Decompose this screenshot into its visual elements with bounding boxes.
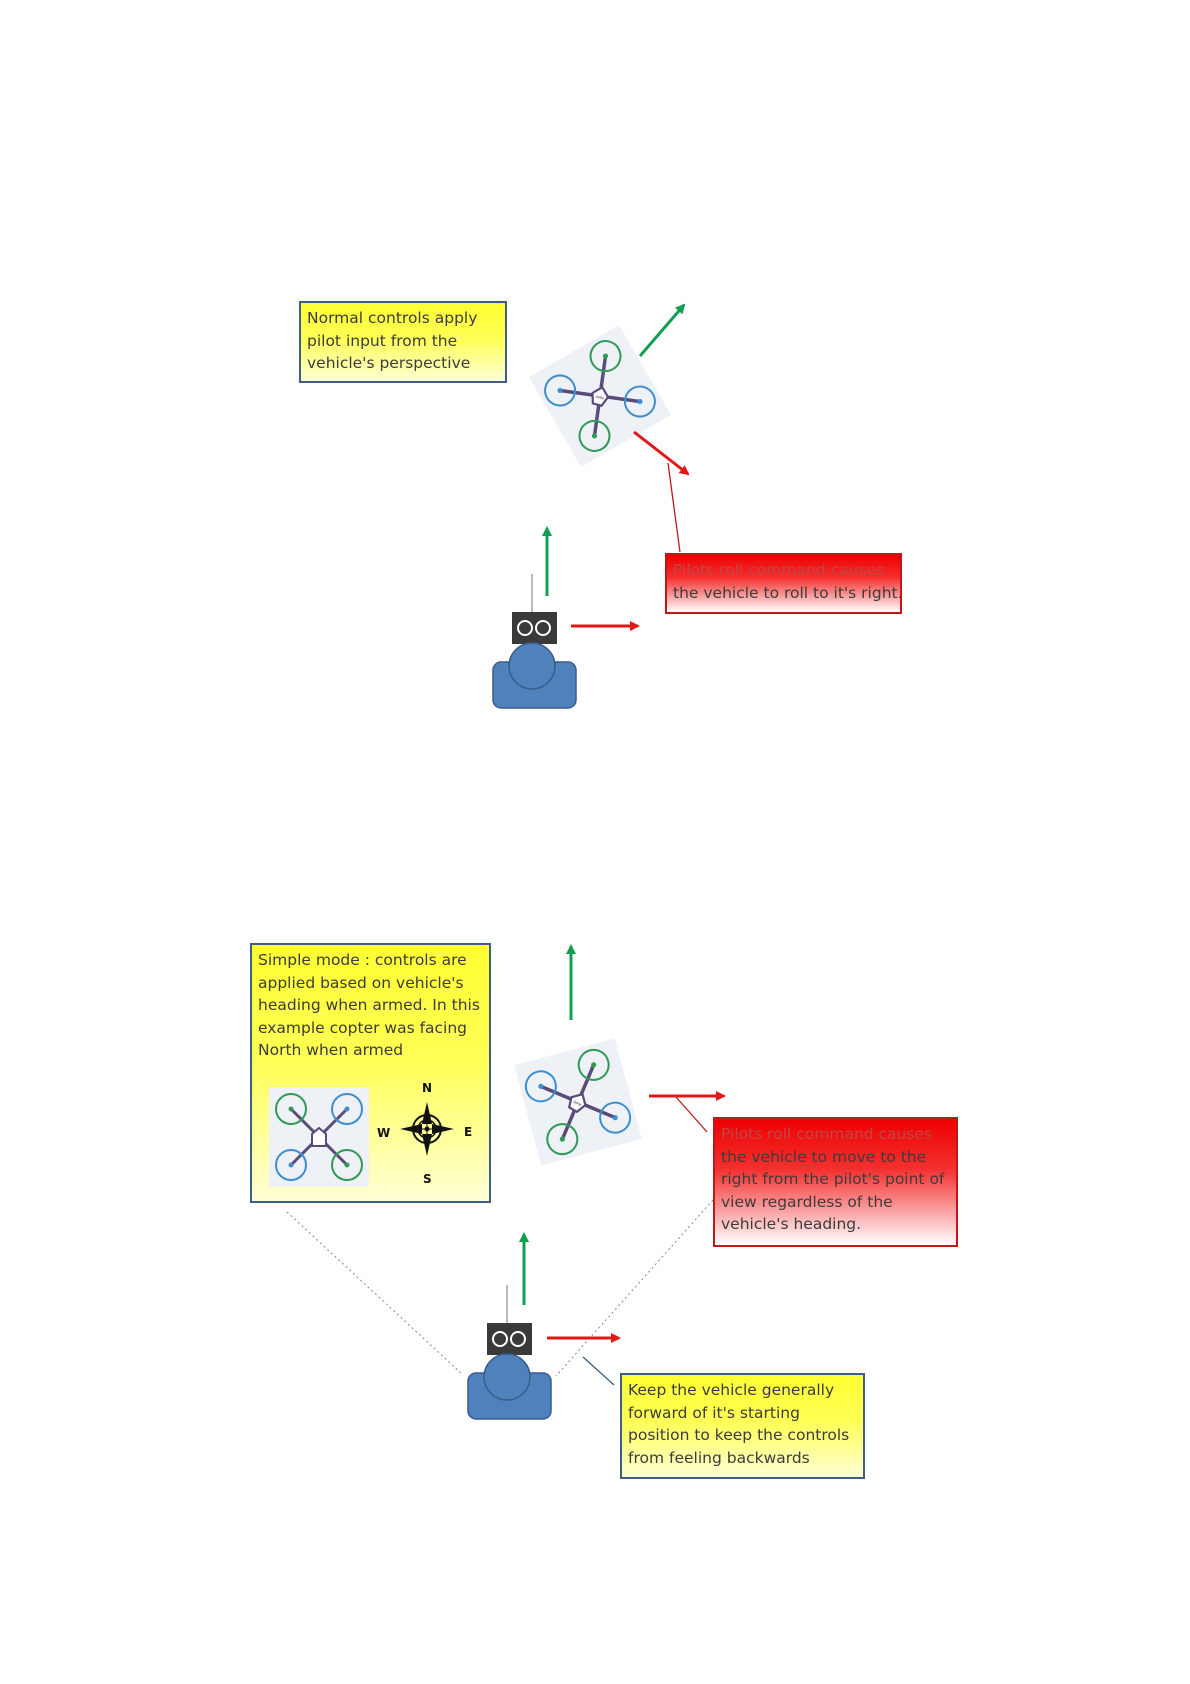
quadcopter-icon — [508, 304, 692, 488]
note-line: Pilots roll command causes — [673, 561, 885, 579]
compass-north-label: N — [422, 1081, 433, 1095]
note-line: Pilots roll command causes — [721, 1125, 933, 1143]
quadcopter-icon — [269, 1087, 369, 1187]
compass-south-label: S — [423, 1172, 432, 1186]
note-line: from feeling backwards — [628, 1448, 810, 1467]
normal-mode-diagram — [492, 303, 692, 709]
note-line: forward of it's starting — [628, 1403, 800, 1422]
simple-mode-note: Simple mode : controls are applied based… — [250, 943, 491, 1203]
note-line: heading when armed. In this — [258, 996, 480, 1014]
note-line: the vehicle to move to the — [721, 1147, 927, 1166]
note-line: view regardless of the — [721, 1192, 893, 1211]
compass-west-label: W — [377, 1126, 391, 1140]
view-cone-left — [286, 1211, 463, 1375]
note-line: North when armed — [258, 1041, 404, 1059]
roll-callout-leader — [667, 462, 681, 553]
note-line: example copter was facing — [258, 1018, 468, 1037]
pilot-icon — [467, 1284, 552, 1420]
note-line: vehicle's perspective — [307, 354, 471, 372]
note-line: Simple mode : controls are — [258, 951, 467, 969]
note-line: pilot input from the — [307, 331, 458, 350]
tip-callout-leader — [582, 1356, 615, 1386]
note-line: vehicle's heading. — [721, 1215, 862, 1233]
vehicle-forward-arrow — [638, 303, 686, 357]
note-line: right from the pilot's point of — [721, 1170, 945, 1188]
normal-mode-note: Normal controls apply pilot input from t… — [299, 301, 507, 383]
note-line: the vehicle to roll to it's right. — [673, 583, 902, 602]
quadcopter-icon — [475, 999, 681, 1205]
compass-east-label: E — [464, 1125, 473, 1139]
compass-rose-icon — [400, 1102, 454, 1156]
compass-icon: N S E W — [377, 1081, 472, 1186]
pilot-icon — [492, 573, 577, 709]
roll-callout-leader — [675, 1096, 708, 1133]
simple-mode-tip: Keep the vehicle generally forward of it… — [620, 1373, 865, 1479]
note-line: applied based on vehicle's — [258, 973, 464, 992]
vehicle-roll-arrow — [633, 430, 690, 476]
note-line: Normal controls apply — [307, 309, 478, 327]
simple-mode-diagram — [286, 944, 726, 1420]
view-cone-right — [555, 1199, 714, 1377]
simple-roll-note: Pilots roll command causes the vehicle t… — [713, 1117, 958, 1247]
normal-roll-note: Pilots roll command causes the vehicle t… — [665, 553, 902, 614]
note-line: Keep the vehicle generally — [628, 1381, 835, 1399]
note-line: position to keep the controls — [628, 1426, 850, 1444]
